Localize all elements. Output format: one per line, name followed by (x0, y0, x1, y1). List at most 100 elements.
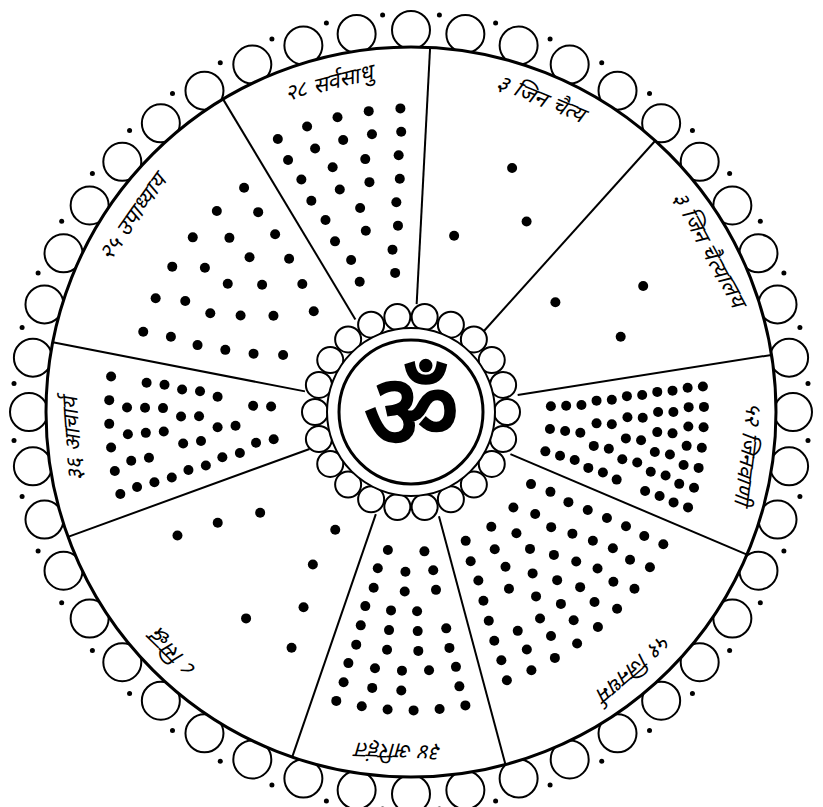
outer-petal (446, 15, 484, 53)
count-dot (522, 644, 532, 654)
count-dot (224, 233, 234, 243)
count-dot (257, 280, 267, 290)
count-dot (355, 277, 365, 287)
count-dot (283, 155, 293, 165)
count-dot (683, 502, 693, 512)
count-dot (245, 252, 255, 262)
count-dot (400, 586, 410, 596)
count-dot (178, 439, 188, 449)
count-dot (612, 604, 622, 614)
count-dot (104, 419, 114, 429)
outer-petal (774, 393, 812, 431)
count-dot (652, 427, 662, 437)
count-dot (441, 623, 451, 633)
sector-label: ३ जिन चैत्यालय (664, 182, 758, 317)
petal-dot (218, 60, 223, 65)
count-dot (273, 134, 283, 144)
count-dot (669, 497, 679, 507)
count-dot (444, 643, 454, 653)
count-dot (310, 144, 320, 154)
petal-dot (437, 806, 442, 807)
count-dot (140, 403, 150, 413)
petal-dot (690, 128, 695, 133)
count-dot (583, 505, 593, 515)
count-dot (330, 236, 340, 246)
count-dot (652, 387, 662, 397)
count-dot (526, 479, 536, 489)
count-dot (593, 622, 603, 632)
inner-petal (412, 494, 438, 520)
sector: २८ सर्वसाधु (276, 53, 380, 110)
inner-petal (302, 399, 328, 425)
count-dot (640, 486, 650, 496)
count-dot (248, 401, 258, 411)
sector-line (68, 449, 310, 537)
count-dot (650, 447, 660, 457)
count-dot (357, 701, 367, 711)
outer-rim (46, 47, 776, 777)
count-dot (604, 444, 614, 454)
count-dot (665, 450, 675, 460)
count-dot (382, 645, 392, 655)
count-dot (612, 475, 622, 485)
count-dot (588, 536, 598, 546)
count-dot (299, 602, 309, 612)
count-dot (331, 696, 341, 706)
count-dot (502, 675, 512, 685)
count-dot (697, 443, 707, 453)
count-dot (550, 653, 560, 663)
count-dot (546, 631, 556, 641)
count-dot (284, 254, 294, 264)
petal-dot (20, 325, 25, 330)
count-dot (220, 345, 230, 355)
count-dot (638, 413, 648, 423)
sector-label: ५२ जिनवाणी (726, 396, 773, 510)
petal-dot (324, 21, 329, 26)
count-dot (598, 468, 608, 478)
count-dot (575, 582, 585, 592)
count-dot (504, 584, 514, 594)
count-dot (683, 383, 693, 393)
count-dot (330, 525, 340, 535)
outer-petal (770, 339, 808, 377)
count-dot (213, 392, 223, 402)
count-dot (309, 306, 319, 316)
count-dot (461, 536, 471, 546)
count-dot (166, 332, 176, 342)
count-dot (528, 568, 538, 578)
count-dot (593, 564, 603, 574)
count-dot (646, 467, 656, 477)
count-dot (694, 463, 704, 473)
count-dot (522, 217, 532, 227)
sector-label: २५ उपाध्याय (87, 163, 176, 270)
count-dot (607, 419, 617, 429)
count-dot (490, 544, 500, 554)
inner-petal (494, 399, 520, 425)
sector-label: ८ सिद्ध (137, 620, 207, 690)
count-dot (454, 681, 464, 691)
count-dot (205, 308, 215, 318)
count-dot (489, 636, 499, 646)
sector: ३ जिन चैत्य (488, 62, 594, 132)
sector-label: ३ जिन चैत्य (488, 62, 594, 132)
count-dot (200, 263, 210, 273)
count-dot (213, 422, 223, 432)
count-dot (621, 521, 631, 531)
count-dot (608, 543, 618, 553)
count-dot (567, 529, 577, 539)
count-dot (395, 174, 405, 184)
count-dot (393, 221, 403, 231)
count-dot (235, 448, 245, 458)
petal-dot (758, 219, 763, 224)
count-dot (636, 435, 646, 445)
count-dot (394, 150, 404, 160)
count-dot (335, 185, 345, 195)
outer-petal (338, 771, 376, 807)
count-dot (545, 424, 555, 434)
sector-label: ५१ जिनधर्म (587, 624, 683, 714)
count-dot (351, 640, 361, 650)
petal-dot (781, 549, 786, 554)
count-dot (396, 685, 406, 695)
petal-dot (805, 438, 810, 443)
